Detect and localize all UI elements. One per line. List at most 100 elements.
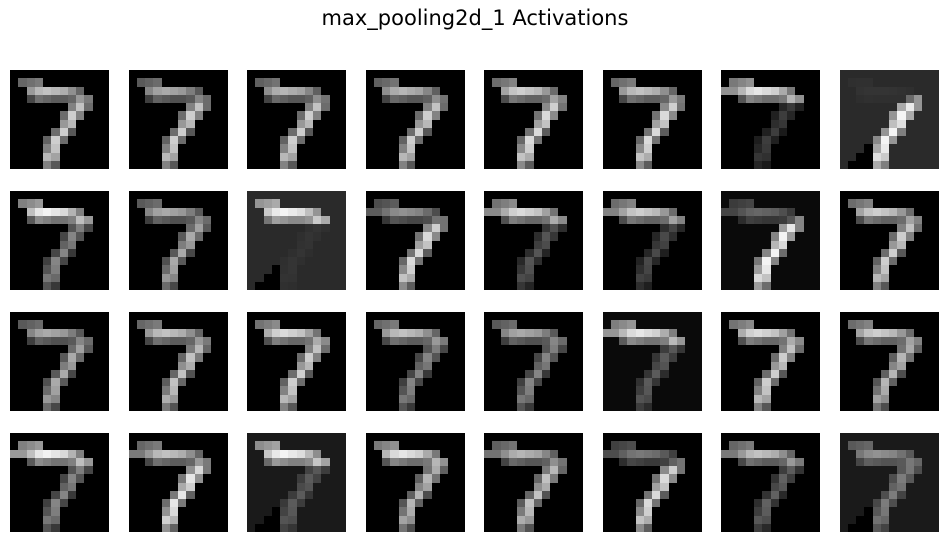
- pixel: [676, 328, 685, 337]
- pixel: [439, 474, 448, 483]
- pixel: [847, 394, 856, 403]
- pixel: [211, 353, 220, 362]
- pixel: [186, 248, 195, 257]
- pixel: [574, 523, 583, 532]
- pixel: [635, 320, 644, 329]
- pixel: [67, 94, 76, 103]
- pixel: [153, 199, 162, 208]
- pixel: [897, 78, 906, 87]
- pixel: [930, 386, 939, 395]
- pixel: [456, 127, 465, 136]
- pixel: [660, 103, 669, 112]
- pixel: [255, 474, 264, 483]
- pixel: [803, 523, 812, 532]
- pixel: [18, 199, 27, 208]
- pixel: [161, 273, 170, 282]
- pixel: [619, 281, 628, 290]
- pixel: [321, 482, 330, 491]
- pixel: [795, 160, 804, 169]
- pixel: [456, 111, 465, 120]
- pixel: [803, 78, 812, 87]
- pixel: [880, 361, 889, 370]
- pixel: [550, 144, 559, 153]
- pixel: [676, 466, 685, 475]
- pixel: [602, 224, 611, 233]
- pixel: [566, 369, 575, 378]
- pixel: [839, 248, 848, 257]
- pixel: [186, 199, 195, 208]
- pixel: [280, 191, 289, 200]
- pixel: [550, 232, 559, 241]
- pixel: [178, 394, 187, 403]
- pixel: [398, 240, 407, 249]
- pixel: [169, 111, 178, 120]
- pixel: [10, 215, 19, 224]
- pixel: [67, 394, 76, 403]
- pixel: [398, 499, 407, 508]
- pixel: [778, 336, 787, 345]
- pixel: [635, 449, 644, 458]
- pixel: [271, 94, 280, 103]
- pixel: [889, 103, 898, 112]
- pixel: [161, 345, 170, 354]
- pixel: [373, 482, 382, 491]
- pixel: [288, 215, 297, 224]
- pixel: [880, 466, 889, 475]
- pixel: [508, 507, 517, 516]
- pixel: [313, 433, 322, 442]
- pixel: [280, 215, 289, 224]
- pixel: [795, 240, 804, 249]
- pixel: [288, 361, 297, 370]
- pixel: [864, 127, 873, 136]
- pixel: [431, 207, 440, 216]
- pixel: [76, 490, 85, 499]
- pixel: [737, 152, 746, 161]
- pixel: [288, 127, 297, 136]
- pixel: [415, 378, 424, 387]
- pixel: [321, 490, 330, 499]
- pixel: [398, 232, 407, 241]
- pixel: [660, 160, 669, 169]
- pixel: [905, 207, 914, 216]
- pixel: [439, 103, 448, 112]
- pixel: [373, 361, 382, 370]
- pixel: [676, 273, 685, 282]
- pixel: [627, 523, 636, 532]
- pixel: [415, 119, 424, 128]
- pixel: [100, 507, 109, 516]
- pixel: [770, 433, 779, 442]
- pixel: [550, 70, 559, 79]
- pixel: [255, 369, 264, 378]
- pixel: [754, 482, 763, 491]
- pixel: [619, 240, 628, 249]
- pixel: [803, 449, 812, 458]
- pixel: [803, 394, 812, 403]
- pixel: [51, 523, 60, 532]
- pixel: [145, 103, 154, 112]
- pixel: [610, 402, 619, 411]
- pixel: [128, 248, 137, 257]
- pixel: [313, 111, 322, 120]
- pixel: [398, 320, 407, 329]
- pixel: [382, 394, 391, 403]
- pixel: [619, 345, 628, 354]
- pixel: [847, 281, 856, 290]
- pixel: [186, 386, 195, 395]
- pixel: [296, 433, 305, 442]
- pixel: [161, 199, 170, 208]
- pixel: [84, 111, 93, 120]
- pixel: [373, 248, 382, 257]
- pixel: [373, 474, 382, 483]
- pixel: [484, 515, 493, 524]
- pixel: [668, 191, 677, 200]
- pixel: [610, 507, 619, 516]
- pixel: [67, 144, 76, 153]
- pixel: [280, 86, 289, 95]
- pixel: [566, 144, 575, 153]
- pixel: [492, 361, 501, 370]
- pixel: [448, 328, 457, 337]
- pixel: [100, 361, 109, 370]
- pixel: [610, 441, 619, 450]
- pixel: [178, 199, 187, 208]
- pixel: [913, 449, 922, 458]
